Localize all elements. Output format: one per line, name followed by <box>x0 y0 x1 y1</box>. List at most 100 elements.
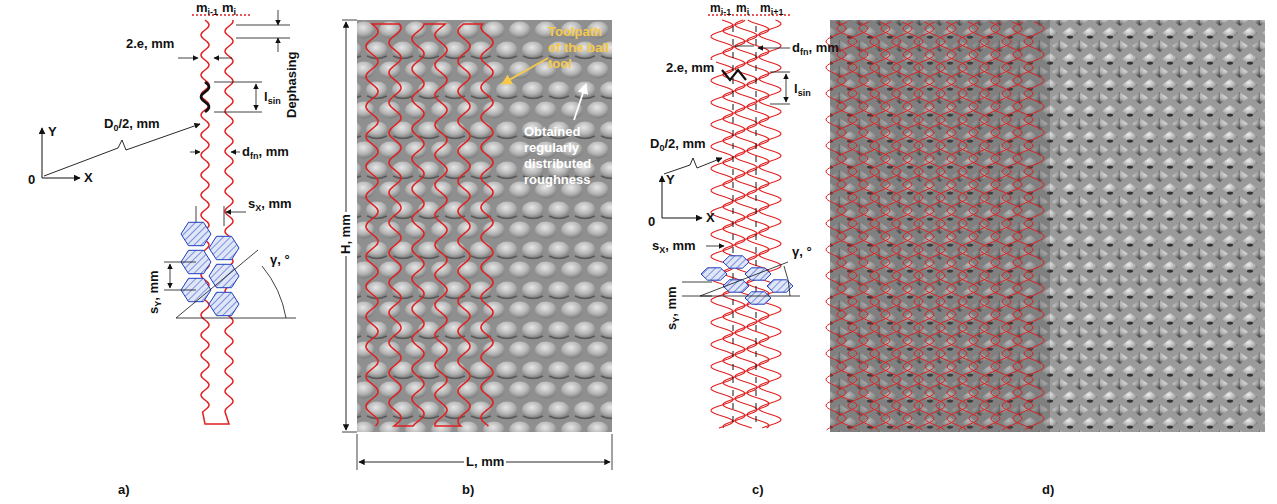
dim-tick <box>342 432 357 433</box>
hexagon-cells <box>701 256 793 304</box>
dim-arrow <box>214 58 232 59</box>
tool-mark <box>756 39 757 45</box>
tool-mark <box>733 273 734 279</box>
tool-mark <box>733 325 734 331</box>
panel-b-art <box>342 20 612 470</box>
dimension-label: mi-1 <box>710 0 731 20</box>
label-text: m <box>760 1 771 15</box>
tool-mark <box>733 208 734 214</box>
dim-tick <box>682 296 712 297</box>
dimension-label: mi <box>222 0 236 20</box>
tool-mark <box>733 299 734 305</box>
label-text: D <box>650 136 659 151</box>
tool-mark <box>756 312 757 318</box>
tool-mark <box>733 26 734 32</box>
label-text: γ, ° <box>792 244 812 259</box>
dim-tick <box>214 112 262 113</box>
tool-mark <box>756 26 757 32</box>
x-axis <box>662 218 702 219</box>
panel-a-art <box>42 10 296 424</box>
tool-mark <box>756 390 757 396</box>
toolpath-line <box>859 22 879 430</box>
y-axis <box>662 176 663 218</box>
tool-mark <box>756 65 757 71</box>
dimension-label: Toolpath of the ball tool <box>548 24 612 72</box>
tool-mark <box>733 130 734 136</box>
toolpath-line <box>1002 22 1022 430</box>
toolpath-line <box>848 22 868 430</box>
tool-mark <box>756 117 757 123</box>
tool-mark <box>756 78 757 84</box>
toolpath-line <box>958 22 978 430</box>
radius-line <box>664 158 722 174</box>
sine-segment <box>201 82 209 112</box>
subscript-text: X <box>255 203 261 213</box>
toolpath-line <box>925 22 945 430</box>
dimension-label: sY, mm <box>146 270 166 314</box>
tool-mark <box>733 143 734 149</box>
hexagon-cell <box>209 292 239 315</box>
dim-arrow <box>170 264 171 288</box>
dimension-label: dfn, mm <box>242 144 289 164</box>
toolpath-line <box>747 20 769 428</box>
label-text: s <box>652 238 659 253</box>
toolpath-line <box>759 20 781 428</box>
callout-arrow <box>574 84 586 120</box>
label-text: 0 <box>648 214 655 229</box>
dimension-label: L, mm <box>464 454 506 470</box>
toolpath-line <box>980 22 1000 430</box>
label-text: d) <box>1042 482 1054 497</box>
dimension-label: D0/2, mm <box>650 136 706 156</box>
toolpath-line <box>1013 22 1033 430</box>
tool-mark <box>756 169 757 175</box>
tool-mark <box>733 312 734 318</box>
tool-mark <box>733 91 734 97</box>
surface-photo <box>830 20 1265 432</box>
toolpath-line <box>837 22 857 430</box>
dimension-label: γ, ° <box>792 244 812 260</box>
dimension-label: sX, mm <box>652 238 696 258</box>
subscript-text: sin <box>268 96 281 106</box>
tool-mark <box>733 104 734 110</box>
toolpath-lines <box>711 20 781 428</box>
toolpath-line <box>914 22 934 430</box>
dimension-label: γ, ° <box>270 252 290 268</box>
hexagon-cell <box>181 222 211 245</box>
dimension-label: X <box>84 170 93 186</box>
dimension-label: a) <box>118 482 130 498</box>
label-text: , mm <box>258 144 288 159</box>
dim-arrow <box>190 152 200 153</box>
hexagon-cell <box>209 264 239 287</box>
sine-segment <box>722 70 746 80</box>
dim-tick <box>342 20 357 21</box>
tool-mark <box>733 52 734 58</box>
angle-arc <box>784 266 790 296</box>
label-text: Y <box>48 124 57 139</box>
label-text: m <box>736 1 747 15</box>
tool-mark <box>733 416 734 422</box>
label-text: /2, mm <box>664 136 705 151</box>
subscript-text: sin <box>798 88 811 98</box>
tool-mark <box>756 208 757 214</box>
subscript-text: 0 <box>113 123 118 133</box>
label-text: d <box>242 144 250 159</box>
dimension-label: sY, mm <box>664 286 684 330</box>
label-text: a) <box>118 482 130 497</box>
panel-c-art <box>662 15 800 428</box>
dimension-label: 0 <box>28 172 35 188</box>
tool-mark <box>733 338 734 344</box>
dimension-label: b) <box>462 482 474 498</box>
subscript-text: i+1 <box>771 7 784 17</box>
label-text: 0 <box>28 172 35 187</box>
tool-mark <box>733 364 734 370</box>
tool-mark <box>733 78 734 84</box>
tool-mark <box>756 130 757 136</box>
tool-mark <box>756 104 757 110</box>
tool-mark <box>733 195 734 201</box>
subscript-text: 0 <box>659 143 664 153</box>
dimension-label: H, mm <box>338 212 354 256</box>
dimension-label: mi-1 <box>196 0 218 20</box>
dimension-label: lsin <box>794 81 811 101</box>
label-text: , mm <box>146 270 161 300</box>
tool-mark <box>756 52 757 58</box>
